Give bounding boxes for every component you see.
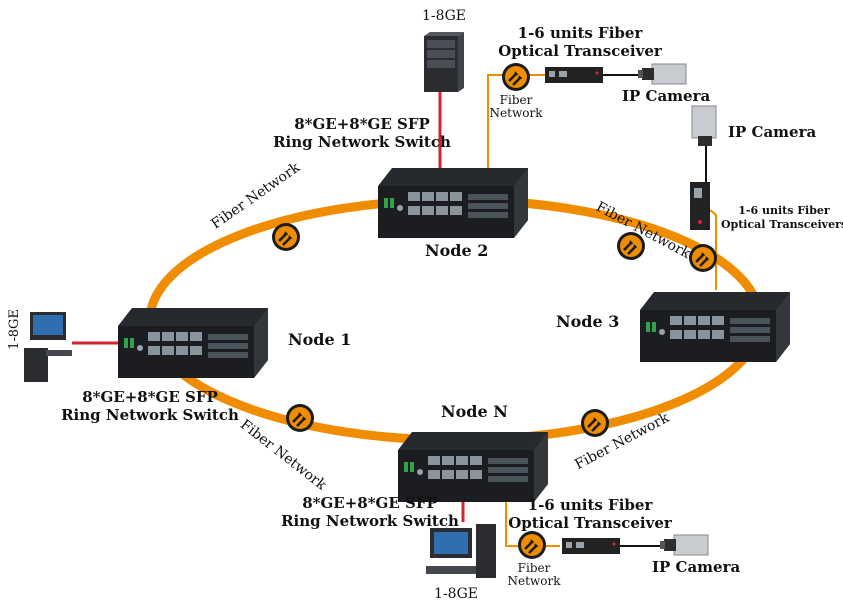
node-label-3: Node 3 bbox=[556, 312, 620, 331]
fiber-badge-top-uplink bbox=[500, 61, 532, 93]
switch-label-node2-line1: 8*GE+8*GE SFP bbox=[294, 115, 430, 133]
transceiver-label-bottom: 1-6 units Fiber Optical Transceiver bbox=[508, 496, 672, 532]
switch-label-node1-line1: 8*GE+8*GE SFP bbox=[82, 388, 218, 406]
fiber-uplink-label-bottom: Fiber Network bbox=[508, 562, 561, 588]
transceiver-top bbox=[545, 67, 603, 83]
switch-label-nodeN-line1: 8*GE+8*GE SFP bbox=[302, 494, 438, 512]
transceiver-label-top-line2: Optical Transceiver bbox=[498, 42, 662, 60]
transceiver-bottom bbox=[562, 538, 620, 554]
switch-node3 bbox=[640, 292, 790, 362]
switch-label-node2-line2: Ring Network Switch bbox=[273, 133, 451, 151]
camera-label-right: IP Camera bbox=[728, 123, 817, 141]
node-label-2: Node 2 bbox=[425, 241, 489, 260]
switch-label-node1-line2: Ring Network Switch bbox=[61, 406, 239, 424]
label-left-pc: 1-8GE bbox=[6, 309, 22, 350]
fiber-badge-bottom-right bbox=[579, 407, 611, 439]
camera-label-top: IP Camera bbox=[622, 87, 711, 105]
node-label-1: Node 1 bbox=[288, 330, 352, 349]
camera-top bbox=[637, 63, 687, 85]
fiber-badge-top-left bbox=[270, 221, 302, 253]
switch-label-nodeN-line2: Ring Network Switch bbox=[281, 512, 459, 530]
transceiver-label-bottom-line2: Optical Transceiver bbox=[508, 514, 672, 532]
fiber-badge-bottom-left bbox=[284, 402, 316, 434]
fiber-uplink-label-top: Fiber Network bbox=[490, 94, 543, 120]
switch-label-nodeN: 8*GE+8*GE SFP Ring Network Switch bbox=[281, 494, 459, 530]
pc-left bbox=[24, 312, 72, 382]
switch-node2 bbox=[378, 168, 528, 238]
transceiver-label-top: 1-6 units Fiber Optical Transceiver bbox=[498, 24, 662, 60]
camera-label-bottom: IP Camera bbox=[652, 558, 741, 576]
switch-node1 bbox=[118, 308, 268, 378]
fiber-uplink-label-top-line1: Fiber bbox=[499, 93, 533, 107]
fiber-badge-bottom-uplink bbox=[516, 529, 548, 561]
fiber-badge-right-uplink bbox=[687, 242, 719, 274]
label-bottom-server: 1-8GE bbox=[434, 586, 478, 602]
transceiver-right bbox=[690, 182, 710, 230]
transceiver-label-top-line1: 1-6 units Fiber bbox=[517, 24, 643, 42]
fiber-right-uplink bbox=[709, 209, 717, 290]
camera-right bbox=[691, 105, 717, 146]
fiber-uplink-label-bottom-line1: Fiber bbox=[517, 561, 551, 575]
transceiver-label-right: 1-6 units Fiber Optical Transceivers bbox=[721, 204, 843, 232]
server-bottom bbox=[426, 524, 496, 578]
camera-bottom bbox=[659, 534, 709, 556]
transceiver-label-bottom-line1: 1-6 units Fiber bbox=[527, 496, 653, 514]
node-label-n: Node N bbox=[441, 402, 508, 421]
label-top-server: 1-8GE bbox=[422, 8, 466, 24]
fiber-uplink-label-top-line2: Network bbox=[489, 106, 543, 120]
switch-label-node2: 8*GE+8*GE SFP Ring Network Switch bbox=[273, 115, 451, 151]
switch-nodeN bbox=[398, 432, 548, 502]
transceiver-label-right-line1: 1-6 units Fiber bbox=[738, 204, 830, 217]
switch-label-node1: 8*GE+8*GE SFP Ring Network Switch bbox=[61, 388, 239, 424]
fiber-uplink-label-bottom-line2: Network bbox=[507, 574, 561, 588]
server-top bbox=[424, 32, 464, 92]
transceiver-label-right-line2: Optical Transceivers bbox=[720, 218, 843, 231]
